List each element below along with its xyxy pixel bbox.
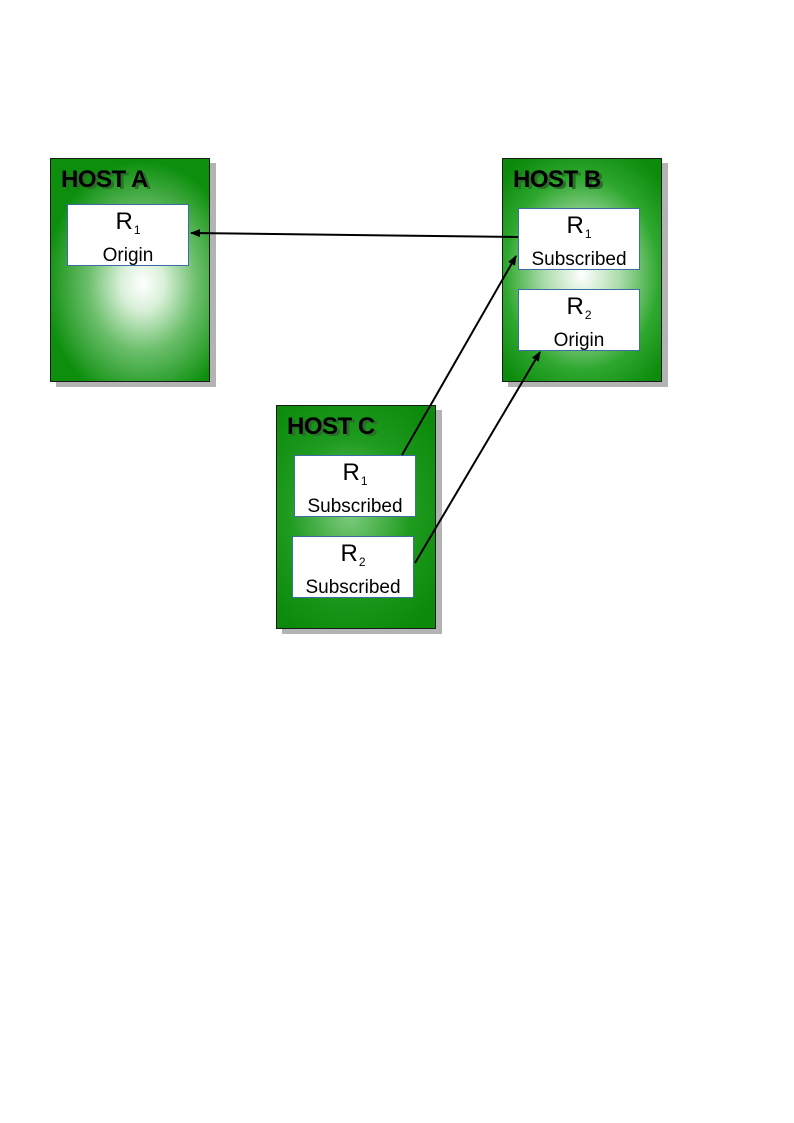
host-b-title: HOST B xyxy=(513,166,601,193)
host-b-resource-r2: R2 Origin xyxy=(518,289,640,351)
resource-status: Subscribed xyxy=(531,249,627,270)
host-c-title: HOST C xyxy=(287,413,375,440)
host-c-resource-r1: R1 Subscribed xyxy=(294,455,416,517)
host-a-resource-r1: R1 Origin xyxy=(67,204,189,266)
resource-name: R1 xyxy=(566,212,592,242)
host-c-resource-r2: R2 Subscribed xyxy=(292,536,414,598)
resource-name: R1 xyxy=(342,459,368,489)
host-a-box: HOST A R1 Origin xyxy=(50,158,210,382)
resource-status: Origin xyxy=(553,330,605,351)
arrow-hostc-r2-to-hostb-r2 xyxy=(414,351,541,564)
resource-name: R2 xyxy=(566,293,592,323)
resource-status: Subscribed xyxy=(307,496,403,517)
resource-status: Subscribed xyxy=(305,577,401,598)
arrow-hostc-r1-to-hostb-r1 xyxy=(401,255,517,456)
resource-name: R1 xyxy=(115,208,141,238)
host-a-title: HOST A xyxy=(61,166,148,193)
resource-name: R2 xyxy=(340,540,366,570)
arrow-hostb-r1-to-hosta-r1 xyxy=(190,229,519,238)
host-b-resource-r1: R1 Subscribed xyxy=(518,208,640,270)
resource-status: Origin xyxy=(102,245,154,266)
host-b-box: HOST B R1 Subscribed R2 Origin xyxy=(502,158,662,382)
